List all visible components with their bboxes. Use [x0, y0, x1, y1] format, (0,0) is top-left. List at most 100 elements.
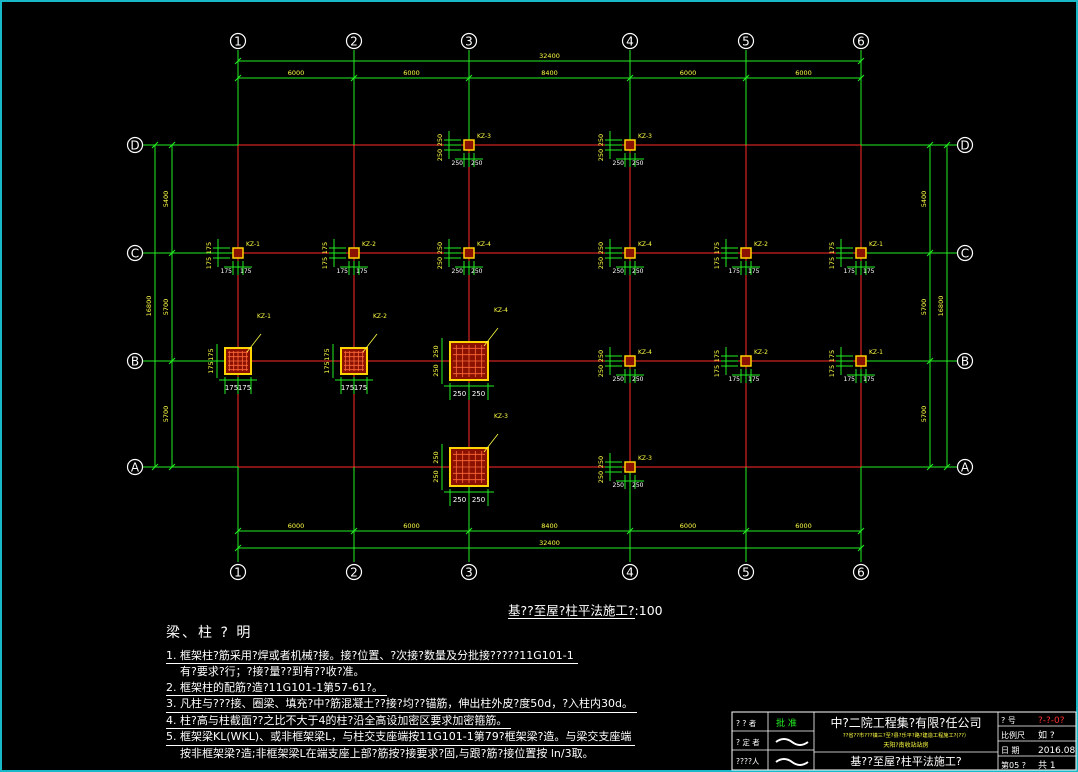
axis-label-1: 1	[234, 35, 242, 49]
notes-heading: 梁、柱 ? 明	[166, 625, 253, 641]
note-line: 1. 框架柱?筋采用?焊或者机械?接。接?位置、?次接?数量及分批接?????1…	[166, 648, 726, 664]
dim-total-top-text: 32400	[539, 52, 560, 60]
column-dim-text-v: 250	[597, 134, 605, 146]
dim-span-right-text: 5700	[920, 299, 928, 316]
axis-bubble-2	[345, 32, 363, 50]
detail-dim-text-v: 175	[323, 361, 331, 373]
column-dim-text: 250	[613, 268, 625, 275]
note-item-4: 4. 柱?高与柱截面??之比不大于4的柱?沿全高设加密区要求加密箍筋。	[166, 713, 512, 729]
column-dim-text: 175	[863, 376, 875, 383]
axis-label-2: 2	[350, 566, 358, 580]
detail-dim-text: 250	[453, 390, 466, 398]
detail-dim-text-v: 250	[432, 470, 440, 482]
detail-dim-text-v: 175	[207, 361, 215, 373]
note-item-1: 1. 框架柱?筋采用?焊或者机械?接。接?位置、?次接?数量及分批接?????1…	[166, 648, 578, 664]
column-label: KZ-4	[477, 241, 491, 248]
axis-bubble-2	[345, 563, 363, 581]
axis-label-4: 4	[626, 35, 634, 49]
column-dim-text: 175	[844, 268, 856, 275]
axis-label-D: D	[130, 139, 139, 153]
axis-bubble-A	[126, 458, 144, 476]
axis-label-B: B	[961, 355, 969, 369]
dim-span-right-text: 5400	[920, 191, 928, 208]
column-dim-text-v: 250	[436, 134, 444, 146]
dim-span-top-text: 6000	[288, 69, 305, 77]
column-label: KZ-3	[638, 455, 652, 462]
detail-dim-text: 250	[453, 496, 466, 504]
notes-list: 1. 框架柱?筋采用?焊或者机械?接。接?位置、?次接?数量及分批接?????1…	[166, 648, 726, 762]
column-dim-text: 175	[748, 268, 760, 275]
column-KZ-4	[624, 247, 636, 259]
column-dim-text: 250	[632, 376, 644, 383]
column-dim-text-v: 175	[713, 365, 721, 377]
dim-spans-top-tick	[465, 74, 473, 82]
axis-bubble-5	[737, 563, 755, 581]
dim-span-left-text: 5400	[162, 191, 170, 208]
detail-label: KZ-1	[257, 313, 271, 320]
column-label: KZ-3	[638, 133, 652, 140]
column-dim-text-v: 250	[436, 149, 444, 161]
column-dim-text-v: 175	[321, 257, 329, 269]
dim-total-left-tick	[151, 463, 159, 471]
dim-span-bottom-text: 6000	[403, 522, 420, 530]
column-label: KZ-4	[638, 241, 652, 248]
axis-bubble-B	[126, 352, 144, 370]
column-KZ-4	[624, 355, 636, 367]
dim-spans-bottom-tick	[742, 527, 750, 535]
dim-total-left-tick	[151, 141, 159, 149]
dim-span-left-text: 5700	[162, 299, 170, 316]
detail-dim-text-v: 175	[207, 348, 215, 360]
axis-label-C: C	[131, 247, 139, 261]
axis-label-6: 6	[857, 35, 865, 49]
note-line: 3. 凡柱与???接、圈梁、填充?中?筋混凝土??接?均??锚筋，伸出柱外皮?度…	[166, 696, 726, 713]
detail-label: KZ-4	[494, 307, 508, 314]
detail-label: KZ-3	[494, 413, 508, 420]
dim-spans-bottom-tick	[350, 527, 358, 535]
dim-span-top-text: 6000	[403, 69, 420, 77]
axis-label-6: 6	[857, 566, 865, 580]
detail-label: KZ-2	[373, 313, 387, 320]
dim-span-top-text: 6000	[680, 69, 697, 77]
axis-bubble-4	[621, 563, 639, 581]
column-dim-text: 250	[632, 268, 644, 275]
column-dim-text-v: 250	[597, 471, 605, 483]
column-KZ-4	[463, 247, 475, 259]
column-dim-text-v: 175	[713, 257, 721, 269]
dim-span-left-text: 5700	[162, 406, 170, 423]
axis-bubble-5	[737, 32, 755, 50]
column-dim-text-v: 175	[321, 242, 329, 254]
axis-bubble-B	[956, 352, 974, 370]
dim-spans-top-tick	[234, 74, 242, 82]
axis-label-3: 3	[465, 35, 473, 49]
detail-leader	[483, 327, 499, 347]
dim-spans-right-tick	[926, 357, 934, 365]
axis-bubble-1	[229, 563, 247, 581]
axis-bubble-C	[956, 244, 974, 262]
column-dim-text: 250	[613, 376, 625, 383]
column-dim-text: 175	[240, 268, 252, 275]
axis-label-4: 4	[626, 566, 634, 580]
axis-bubble-1	[229, 32, 247, 50]
axis-bubble-C	[126, 244, 144, 262]
dim-span-top-text: 8400	[541, 69, 558, 77]
note-continuation: 按非框架梁?造;非框架梁L在端支座上部?筋按?接要求?固,与跟?筋?接位置按 l…	[180, 746, 594, 760]
dim-spans-left-tick	[168, 357, 176, 365]
note-item-2: 2. 框架柱的配筋?造?11G101-1第57-61?。	[166, 680, 387, 696]
column-dim-text-v: 250	[436, 257, 444, 269]
column-dim-text-v: 175	[828, 257, 836, 269]
column-dim-text: 175	[748, 376, 760, 383]
column-dim-text: 175	[729, 268, 741, 275]
dim-span-bottom-text: 6000	[288, 522, 305, 530]
detail-dim-text: 175	[238, 384, 251, 392]
column-KZ-1	[855, 355, 867, 367]
column-dim-text-v: 250	[597, 365, 605, 377]
dim-total-bottom-tick	[857, 544, 865, 552]
column-label: KZ-1	[869, 241, 883, 248]
dim-spans-left-tick	[168, 463, 176, 471]
column-KZ-2	[348, 247, 360, 259]
axis-bubble-6	[852, 32, 870, 50]
plan-title-text: 基??至屋?柱平法施工?	[508, 603, 635, 619]
dim-span-top-text: 6000	[795, 69, 812, 77]
dim-spans-right-tick	[926, 141, 934, 149]
column-label: KZ-2	[362, 241, 376, 248]
